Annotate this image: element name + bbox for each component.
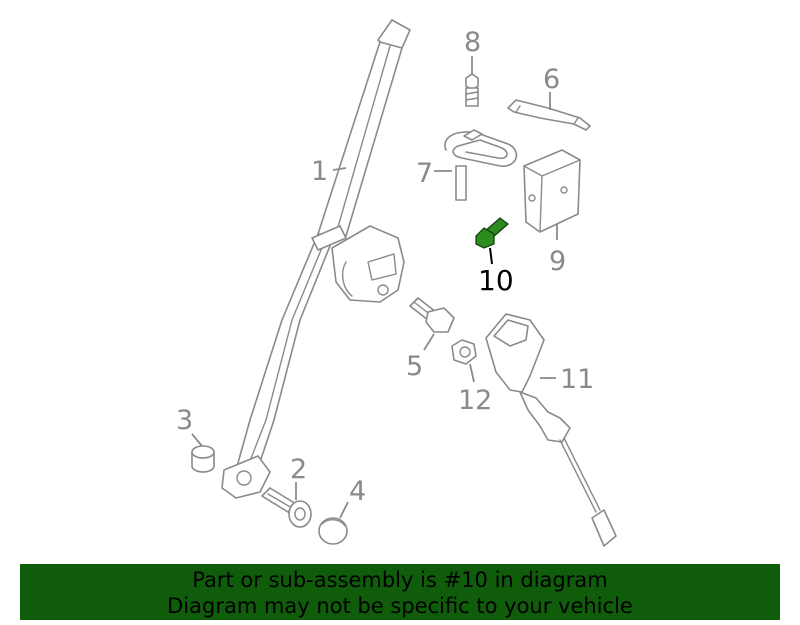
callout-9: 9: [549, 246, 566, 277]
callout-6: 6: [543, 64, 560, 95]
callout-12: 12: [458, 385, 492, 416]
parts-diagram: 1 2 3 4 5 6 7 8 9 10 11 12: [176, 19, 617, 547]
callout-8: 8: [464, 27, 481, 58]
info-banner: Part or sub-assembly is #10 in diagram D…: [20, 564, 780, 620]
callout-3: 3: [176, 405, 193, 436]
bolt-part-5: [409, 297, 455, 333]
callout-labels: 1 2 3 4 5 6 7 8 9 10 11 12: [176, 27, 594, 507]
callout-7: 7: [416, 158, 433, 189]
seat-belt-assembly: [221, 19, 411, 499]
banner-line-2: Diagram may not be specific to your vehi…: [167, 594, 633, 618]
spacer-part-3: [191, 445, 215, 473]
leader-lines: [191, 56, 558, 519]
banner-line-1: Part or sub-assembly is #10 in diagram: [192, 568, 608, 592]
callout-10: 10: [478, 264, 514, 297]
buckle-part-11: [485, 313, 617, 547]
cover-part-6: [507, 99, 591, 131]
bracket-part-9: [523, 149, 581, 233]
nut-part-12: [451, 339, 477, 365]
bolt-part-8: [465, 73, 479, 107]
callout-4: 4: [349, 476, 366, 507]
bolt-part-10-highlighted[interactable]: [475, 217, 509, 249]
guide-part-7: [444, 129, 518, 201]
callout-5: 5: [406, 351, 423, 382]
cap-part-4: [318, 517, 348, 545]
callout-1: 1: [311, 156, 328, 187]
bolt-part-2: [261, 487, 312, 528]
callout-11: 11: [560, 364, 594, 395]
callout-2: 2: [290, 454, 307, 485]
